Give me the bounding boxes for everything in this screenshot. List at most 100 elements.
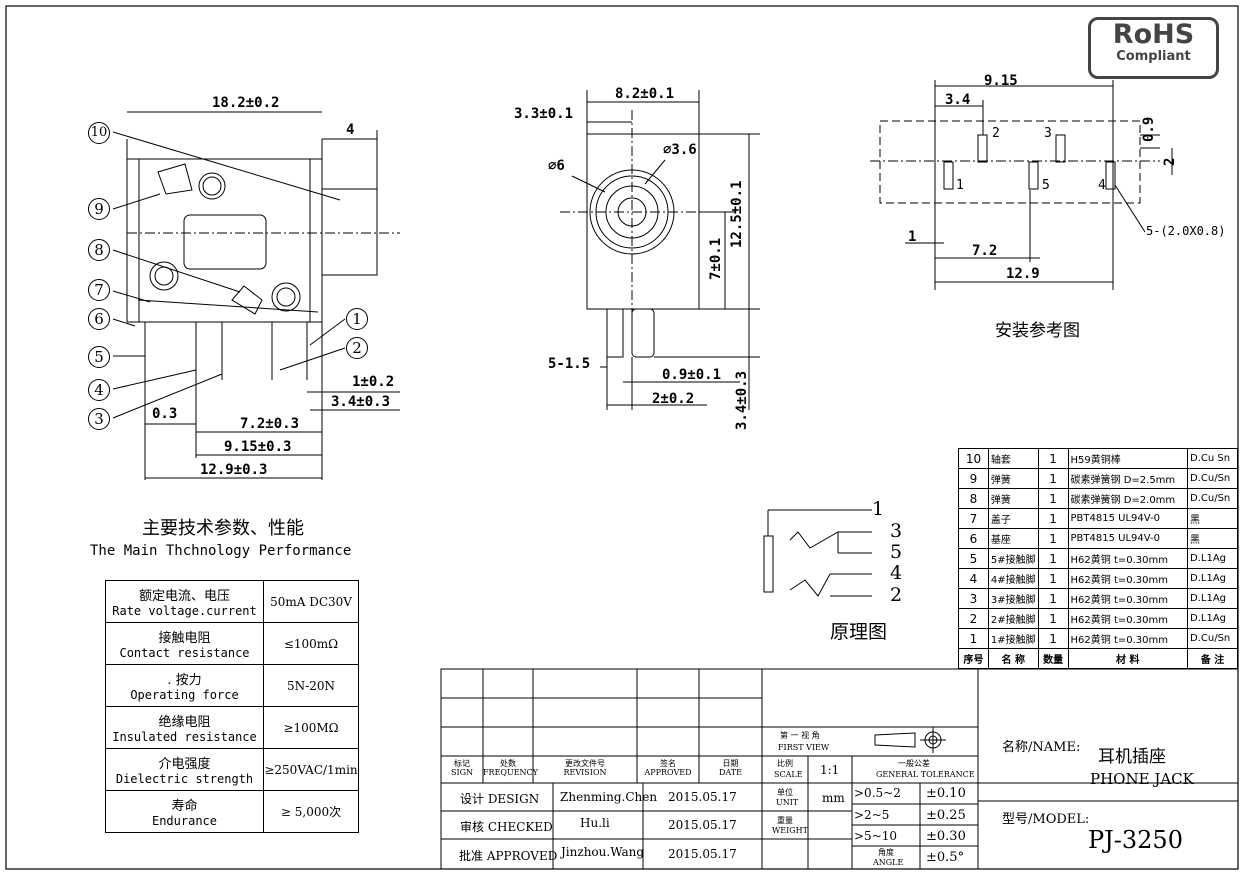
revision-header-cn: 标记 bbox=[454, 759, 470, 768]
parts-cell-material: 碳素弹簧钢 D=2.5mm bbox=[1067, 468, 1189, 489]
tol-range-3: >5~10 bbox=[854, 829, 898, 843]
dim-mount-7-2: 7.2 bbox=[972, 243, 998, 259]
angle-cn: 角度 bbox=[878, 848, 894, 857]
spec-value: ≥250VAC/1min bbox=[263, 748, 359, 791]
parts-cell-qty: 1 bbox=[1037, 488, 1069, 509]
dim-mount-2: 2 bbox=[1162, 157, 1178, 166]
spec-value: ≥100MΩ bbox=[263, 706, 359, 749]
side-view-drawing bbox=[112, 111, 400, 480]
dim-front-pin-pitch: 2±0.2 bbox=[652, 391, 695, 407]
revision-header-cn: 日期 bbox=[722, 759, 739, 768]
tol-range-2: >2~5 bbox=[854, 808, 890, 822]
parts-cell-note: 黑 bbox=[1187, 528, 1238, 549]
title-block-lines bbox=[440, 668, 1239, 870]
tol-value-4: ±0.5° bbox=[926, 850, 965, 865]
mount-pin-label-4: 4 bbox=[1098, 178, 1106, 193]
parts-cell-no: 7 bbox=[958, 508, 989, 529]
parts-header-no: 序号 bbox=[958, 648, 989, 669]
design-name: Zhenming.Chen bbox=[560, 790, 658, 804]
dim-mount-3-4: 3.4 bbox=[945, 92, 971, 108]
design-label: 设计 DESIGN bbox=[460, 792, 540, 806]
parts-cell-note: 黑 bbox=[1187, 508, 1238, 529]
checked-label: 审核 CHECKED bbox=[460, 820, 553, 834]
design-date: 2015.05.17 bbox=[668, 790, 737, 804]
tol-cn: 一般公差 bbox=[898, 759, 930, 768]
name-en: PHONE JACK bbox=[1090, 770, 1194, 788]
parts-cell-qty: 1 bbox=[1037, 548, 1069, 569]
dim-front-dia3-6: ⌀3.6 bbox=[663, 142, 697, 158]
parts-cell-qty: 1 bbox=[1037, 528, 1069, 549]
parts-cell-name: 弹簧 bbox=[987, 468, 1039, 489]
dim-mount-9-15: 9.15 bbox=[984, 73, 1018, 89]
parts-cell-name: 盖子 bbox=[987, 508, 1039, 529]
revision-header-cn: 处数 bbox=[500, 759, 516, 768]
revision-header-en: APPROVED bbox=[644, 768, 692, 777]
parts-cell-name: 2#接触脚 bbox=[987, 608, 1039, 629]
callout-10: 10 bbox=[88, 122, 110, 144]
dim-front-height: 12.5±0.1 bbox=[729, 180, 745, 248]
tol-range-1: >0.5~2 bbox=[854, 786, 901, 800]
parts-cell-qty: 1 bbox=[1037, 628, 1069, 649]
tol-value-3: ±0.30 bbox=[926, 829, 966, 844]
callout-9: 9 bbox=[88, 198, 110, 220]
name-cn: 耳机插座 bbox=[1098, 747, 1166, 767]
parts-cell-note: D.L1Ag bbox=[1187, 588, 1238, 609]
revision-header-cn: 更改文件号 bbox=[565, 759, 605, 768]
schematic-pin-4: 4 bbox=[890, 562, 903, 584]
spec-label-cn: 绝缘电阻 bbox=[158, 715, 211, 730]
angle-en: ANGLE bbox=[873, 858, 904, 867]
dim-mount-0-9: 0.9 bbox=[1141, 116, 1157, 142]
spec-label-en: Insulated resistance bbox=[112, 730, 257, 744]
parts-cell-material: H62黄铜 t=0.30mm bbox=[1067, 568, 1189, 589]
parts-cell-material: H62黄铜 t=0.30mm bbox=[1067, 588, 1189, 609]
schematic-drawing bbox=[763, 509, 872, 597]
callout-3: 3 bbox=[88, 408, 110, 430]
parts-header-material: 材 料 bbox=[1067, 648, 1189, 669]
parts-header-row: 序号名 称数量材 料备 注 bbox=[958, 648, 1238, 669]
parts-cell-note: D.Cu/Sn bbox=[1187, 468, 1238, 489]
parts-cell-material: PBT4815 UL94V-0 bbox=[1067, 508, 1189, 529]
mount-pin-label-3: 3 bbox=[1044, 126, 1052, 141]
parts-cell-qty: 1 bbox=[1037, 468, 1069, 489]
tol-value-2: ±0.25 bbox=[926, 808, 966, 823]
scale-cn: 比例 bbox=[777, 759, 793, 768]
callout-6: 6 bbox=[88, 308, 110, 330]
revision-header-en: REVISION bbox=[563, 768, 607, 777]
parts-cell-note: D.Cu/Sn bbox=[1187, 628, 1238, 649]
callout-5: 5 bbox=[88, 346, 110, 368]
parts-header-qty: 数量 bbox=[1037, 648, 1069, 669]
schematic-pin-1: 1 bbox=[872, 498, 885, 520]
spec-label-cn: 介电强度 bbox=[158, 757, 211, 772]
rohs-logo-line1: RoHS bbox=[1112, 19, 1195, 50]
spec-label-en: Contact resistance bbox=[119, 646, 250, 660]
unit-en: UNIT bbox=[776, 798, 799, 807]
spec-value: 5N-20N bbox=[263, 664, 359, 707]
view-cn: 第 一 视 角 bbox=[780, 731, 820, 740]
mount-view-drawing bbox=[870, 80, 1173, 290]
dim-front-width: 8.2±0.1 bbox=[615, 86, 675, 102]
dim-front-pin-thick: 0.9±0.1 bbox=[662, 367, 722, 383]
callout-2: 2 bbox=[346, 337, 368, 359]
callout-7: 7 bbox=[88, 279, 110, 301]
parts-cell-name: 3#接触脚 bbox=[987, 588, 1039, 609]
revision-header-cn: 签名 bbox=[660, 759, 676, 768]
parts-cell-material: 碳素弹簧钢 D=2.0mm bbox=[1067, 488, 1189, 509]
spec-label-cn: 接触电阻 bbox=[158, 631, 211, 646]
scale-value: 1:1 bbox=[820, 763, 840, 777]
dim-side-pin-offset: 1±0.2 bbox=[352, 374, 395, 390]
approved-label: 批准 APPROVED bbox=[459, 849, 558, 863]
revision-header-en: FREQUENCY bbox=[483, 768, 538, 777]
